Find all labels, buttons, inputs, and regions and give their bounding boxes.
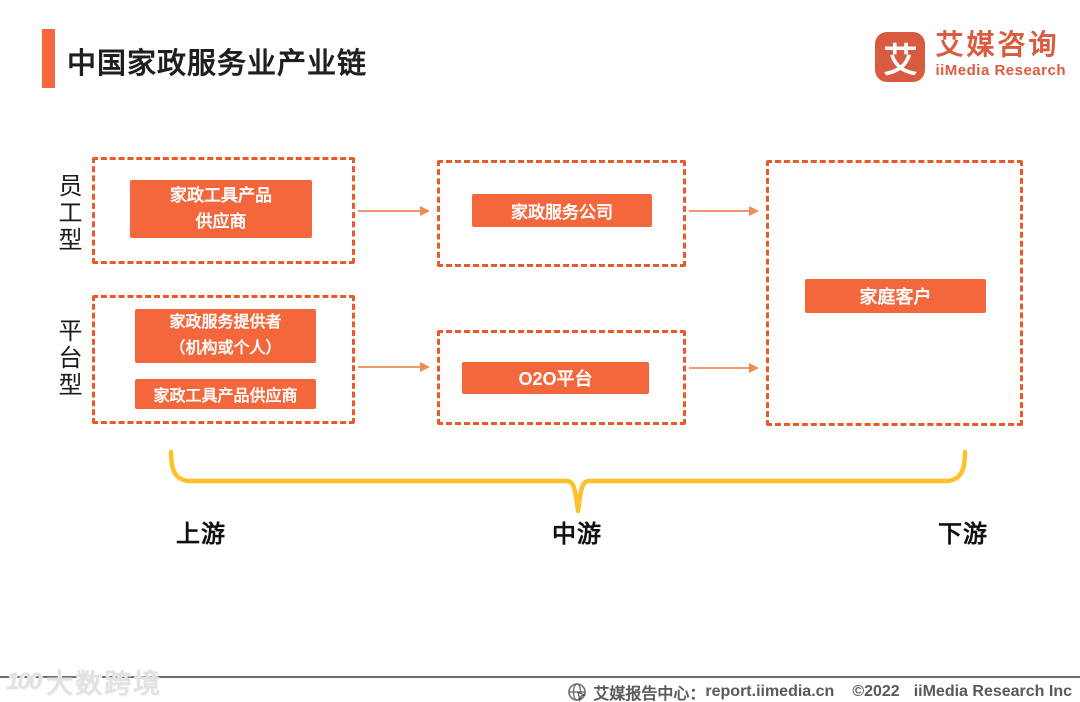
arrow-provider-to-o2o: [358, 362, 430, 372]
iimedia-logo-text: 艾媒咨询 iiMedia Research: [935, 28, 1066, 79]
stage-label-upstream: 上游: [176, 521, 226, 548]
stage-brace: [168, 449, 968, 514]
stage-label-midstream: 中游: [552, 521, 602, 548]
node-o2o-platform: O2O平台: [462, 362, 649, 394]
footer-source-label: 艾媒报告中心：: [593, 686, 706, 702]
stage-label-downstream: 下游: [938, 521, 988, 548]
node-household-customer: 家庭客户: [805, 279, 986, 313]
iimedia-logo-icon: 艾: [875, 32, 926, 82]
arrow-company-to-household: [689, 206, 759, 216]
footer-url: report.iimedia.cn: [705, 683, 835, 700]
title-accent-bar: [42, 29, 55, 88]
row-label-platform-type: 平台型: [54, 318, 81, 399]
globe-cursor-icon: [568, 683, 587, 702]
node-service-provider: 家政服务提供者 （机构或个人）: [135, 309, 316, 363]
watermark: 100 大数跨境: [6, 662, 162, 701]
arrow-o2o-to-household: [689, 363, 759, 373]
footer-divider: [0, 676, 1080, 678]
node-tool-supplier-bottom: 家政工具产品供应商: [135, 379, 316, 409]
watermark-text: 大数跨境: [46, 669, 163, 699]
logo-name-cn: 艾媒咨询: [935, 29, 1060, 60]
page-title: 中国家政服务业产业链: [67, 48, 368, 80]
footer-company: iiMedia Research Inc: [913, 683, 1072, 700]
logo-name-en: iiMedia Research: [935, 62, 1066, 79]
footer-info: 艾媒报告中心： report.iimedia.cn ©2022 iiMedia …: [567, 680, 1072, 702]
watermark-logo-mark: 100: [6, 667, 42, 695]
iimedia-logo: 艾 艾媒咨询 iiMedia Research: [875, 28, 1066, 82]
node-service-company: 家政服务公司: [472, 194, 652, 227]
footer-copyright: ©2022: [852, 683, 900, 700]
row-label-employee-type: 员工型: [54, 173, 81, 254]
arrow-supplier-to-company: [358, 206, 430, 216]
node-tool-supplier-top: 家政工具产品 供应商: [130, 180, 312, 238]
